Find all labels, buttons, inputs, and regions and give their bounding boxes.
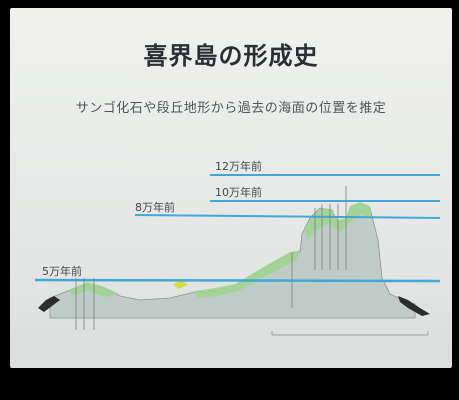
- coral-highlight: [173, 280, 188, 289]
- presentation-slide: 喜界島の形成史 サンゴ化石や段丘地形から過去の海面の位置を推定 12万年前 10…: [10, 8, 452, 368]
- sea-level-label-10ka: 10万年前: [215, 185, 262, 199]
- terrain-profile: [49, 203, 416, 319]
- sea-level-label-12ka: 12万年前: [215, 159, 262, 173]
- sea-level-label-8ka: 8万年前: [135, 200, 175, 214]
- slide-subtitle: サンゴ化石や段丘地形から過去の海面の位置を推定: [75, 101, 387, 116]
- sea-level-line-8ka: [134, 214, 441, 219]
- left-shore-rock: [38, 296, 60, 312]
- coral-layer-middle: [195, 250, 300, 298]
- sea-level-label-5ka: 5万年前: [42, 264, 82, 278]
- island-formation-diagram: 12万年前 10万年前 8万年前 5万年前: [34, 159, 441, 336]
- sea-level-line-5ka: [34, 278, 441, 283]
- right-shore-rock: [398, 296, 430, 316]
- slide-title: 喜界島の形成史: [143, 42, 319, 70]
- bottom-black-band: [0, 368, 459, 400]
